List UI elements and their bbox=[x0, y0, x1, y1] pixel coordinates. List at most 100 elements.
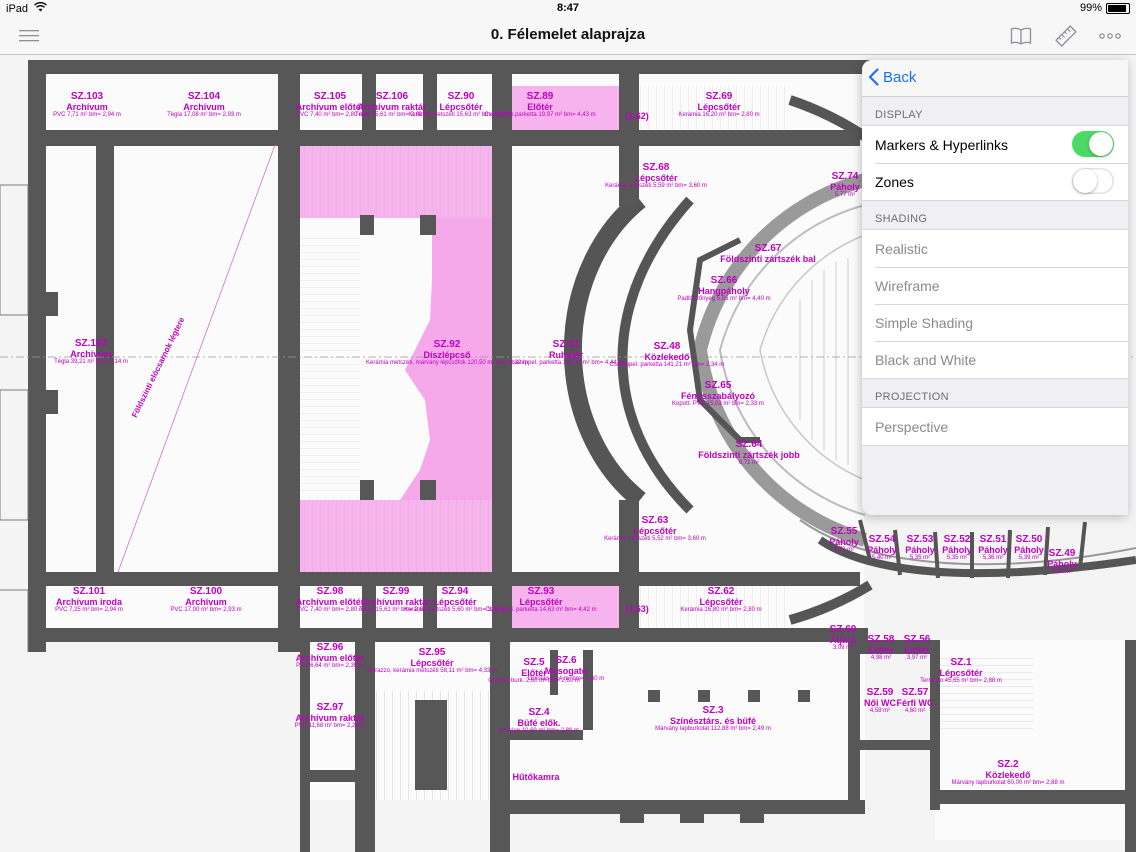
room-detail: PVC 6,64 m² bm= 2,39 m bbox=[296, 663, 364, 669]
room-name: Lépcsőtér bbox=[519, 597, 563, 607]
markers-toggle[interactable] bbox=[1072, 131, 1114, 157]
room-name: Archívum előtér bbox=[295, 102, 365, 112]
projection-option-perspective[interactable]: Perspective bbox=[875, 418, 949, 435]
room-name: Hangpáholy bbox=[698, 286, 750, 296]
more-icon[interactable] bbox=[1097, 24, 1123, 48]
shading-section-header: SHADING bbox=[875, 213, 928, 225]
room-detail: Kerámia metszéti 15,63 m² bm= 3,07 m bbox=[408, 112, 514, 118]
room-code: SZ.93 bbox=[527, 586, 555, 597]
room-detail: Kopott. PVC 15,03 m² bm= 2,33 m bbox=[672, 401, 764, 407]
room-code: SZ.6 bbox=[555, 655, 577, 666]
room-name: Büfé elők. bbox=[517, 718, 561, 728]
shading-option-realistic[interactable]: Realistic bbox=[875, 240, 928, 257]
shading-group: Realistic Wireframe Simple Shading Black… bbox=[862, 229, 1128, 379]
ruler-icon[interactable] bbox=[1053, 24, 1079, 48]
shading-option-wireframe[interactable]: Wireframe bbox=[862, 267, 1128, 304]
toggle-knob bbox=[1073, 169, 1097, 193]
menu-icon[interactable] bbox=[16, 24, 42, 48]
room-label[interactable]: (1.62) bbox=[625, 111, 649, 121]
zones-label: Zones bbox=[875, 173, 914, 190]
popover-header: Back bbox=[862, 60, 1128, 97]
room-code: SZ.63 bbox=[641, 515, 669, 526]
shading-option-black-and-white[interactable]: Black and White bbox=[862, 341, 1128, 378]
room-detail: Padlószőnyeg 5,85 m² bm= 4,40 m bbox=[677, 296, 771, 302]
room-name: Archívum raktár bbox=[295, 713, 365, 723]
room-code: SZ.62 bbox=[707, 586, 735, 597]
room-name: Archívum előtér bbox=[295, 597, 365, 607]
room-name: Páholy bbox=[905, 545, 935, 555]
room-name: Előtér bbox=[527, 102, 553, 112]
room-code: SZ.52 bbox=[943, 534, 971, 545]
room-code: SZ.4 bbox=[528, 707, 550, 718]
battery-percent: 99% bbox=[1079, 2, 1102, 14]
room-detail: Márvány lapburkolat 60,00 m² bm= 2,88 m bbox=[951, 780, 1065, 786]
projection-group: Perspective bbox=[862, 407, 1128, 446]
room-name: Fénysszabályozó bbox=[680, 391, 756, 401]
room-detail: 5,39 m² bbox=[1018, 555, 1040, 561]
room-detail: PVC 7,40 m² bm= 2,80 m bbox=[296, 112, 364, 118]
room-name: Páholy bbox=[867, 545, 897, 555]
room-code: SZ.100 bbox=[189, 586, 223, 597]
room-detail: Kerámia metszéti 5,59 m² bm= 3,60 m bbox=[605, 183, 707, 189]
room-code: SZ.51 bbox=[979, 534, 1007, 545]
room-code: SZ.102 bbox=[74, 338, 108, 349]
shading-option-simple-shading[interactable]: Simple Shading bbox=[862, 304, 1128, 341]
room-code: SZ.74 bbox=[831, 171, 859, 182]
room-detail: 5,35 m² bbox=[909, 555, 931, 561]
book-icon[interactable] bbox=[1008, 24, 1034, 48]
room-label[interactable]: Hűtőkamra bbox=[512, 772, 559, 782]
room-detail: PVC 7,71 m² bm= 2,94 m bbox=[53, 112, 121, 118]
zones-toggle[interactable] bbox=[1072, 168, 1114, 194]
room-label[interactable]: (1.53) bbox=[625, 604, 649, 614]
back-button[interactable]: Back bbox=[868, 68, 916, 86]
room-name: Lépcsőtér bbox=[634, 173, 678, 183]
projection-section-header: PROJECTION bbox=[875, 391, 949, 403]
